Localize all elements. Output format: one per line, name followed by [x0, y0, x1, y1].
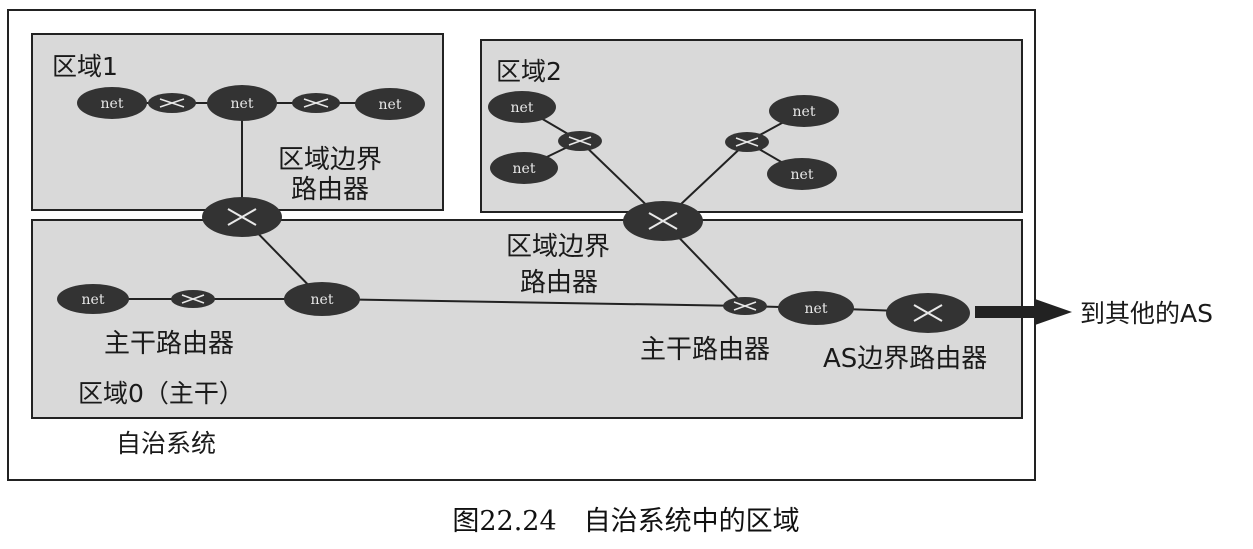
- svg-text:net: net: [793, 104, 816, 120]
- svg-text:net: net: [231, 96, 254, 112]
- net-nodes: net net net net net net net net net net: [57, 85, 854, 325]
- net-node-a2-top-right: net: [769, 95, 839, 127]
- svg-text:net: net: [511, 100, 534, 116]
- area-0-box: [31, 219, 1023, 419]
- net-node-a2-top-left: net: [488, 91, 556, 123]
- routers: [148, 93, 970, 333]
- autonomous-system-label: 自治系统: [116, 429, 216, 458]
- svg-text:net: net: [82, 292, 105, 308]
- net-node-a0-right: net: [778, 291, 854, 325]
- svg-text:net: net: [513, 161, 536, 177]
- area-0-label: 区域0（主干）: [78, 379, 244, 408]
- backbone-router-label-left: 主干路由器: [104, 329, 234, 359]
- abr2-label-line2: 路由器: [520, 268, 598, 298]
- net-node-a1-left: net: [77, 87, 147, 119]
- net-node-a0-left: net: [57, 284, 129, 314]
- link-a0-net-r4: [321, 298, 746, 307]
- arrow-to-other-as: [975, 299, 1072, 325]
- svg-text:net: net: [101, 96, 124, 112]
- net-node-a0-center: net: [284, 282, 360, 316]
- svg-text:net: net: [379, 97, 402, 113]
- router-icon-a1-2: [292, 93, 340, 113]
- router-icon-a2-right: [725, 132, 769, 152]
- router-icon-a2-left: [558, 131, 602, 151]
- router-icon-abr2: [623, 201, 703, 241]
- to-other-as-label: 到其他的AS: [1080, 299, 1213, 328]
- abr2-label-line1: 区域边界: [506, 232, 610, 262]
- asbr-label: AS边界路由器: [823, 344, 987, 374]
- area-2-box: [480, 39, 1023, 213]
- router-icon-a1-1: [148, 93, 196, 113]
- abr1-label-line1: 区域边界: [278, 145, 382, 175]
- net-node-a1-right: net: [355, 88, 425, 120]
- area-2-label: 区域2: [496, 57, 562, 86]
- svg-text:net: net: [791, 167, 814, 183]
- net-node-a2-bottom-right: net: [767, 158, 837, 190]
- svg-text:net: net: [805, 301, 828, 317]
- abr1-label-line2: 路由器: [291, 175, 369, 205]
- router-icon-backbone-right: [723, 297, 767, 315]
- router-icon-abr1: [202, 197, 282, 237]
- net-node-a2-bottom-left: net: [490, 152, 558, 184]
- net-node-a1-center: net: [207, 85, 277, 121]
- area-1-label: 区域1: [52, 52, 118, 81]
- area-1-box: [31, 33, 444, 211]
- router-icon-asbr: [886, 293, 970, 333]
- figure-caption: 图22.24 自治系统中的区域: [452, 506, 799, 537]
- router-icon-backbone-left: [171, 290, 215, 308]
- svg-text:net: net: [311, 292, 334, 308]
- backbone-router-label-right: 主干路由器: [640, 335, 770, 365]
